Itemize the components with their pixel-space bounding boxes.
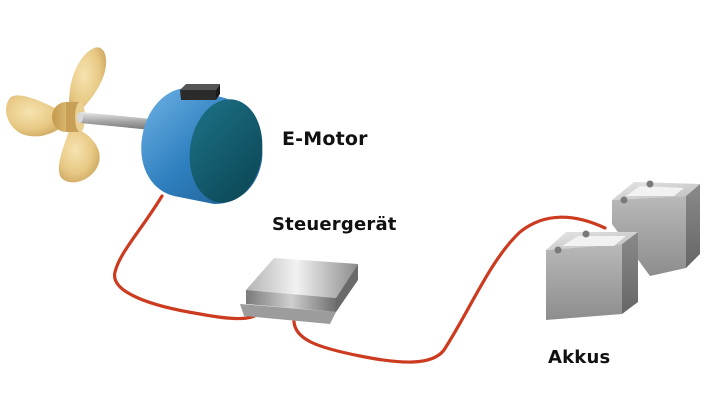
motor-terminal-box bbox=[180, 90, 216, 100]
propeller bbox=[6, 47, 107, 183]
cable-motor-to-controller bbox=[113, 194, 264, 321]
battery-back-terminal-left bbox=[620, 196, 628, 204]
propeller-blade-bottom bbox=[58, 128, 100, 183]
controller-top bbox=[246, 258, 358, 298]
propeller-blade-top bbox=[69, 47, 107, 116]
controller-front bbox=[246, 290, 336, 312]
battery-back bbox=[612, 180, 700, 276]
cable-controller-to-battery bbox=[292, 215, 607, 364]
battery-front-terminal-left bbox=[554, 246, 562, 254]
battery-back-side bbox=[686, 184, 700, 268]
motor-label: E-Motor bbox=[282, 128, 368, 150]
controller-base-plate bbox=[240, 304, 336, 324]
battery-back-front bbox=[612, 196, 686, 276]
battery-front-top-inset bbox=[562, 236, 626, 246]
controller-side bbox=[336, 264, 358, 312]
motor-terminal-box-top bbox=[180, 84, 220, 90]
battery-back-terminal-right bbox=[646, 180, 654, 188]
batteries-label: Akkus bbox=[548, 347, 611, 368]
battery-front bbox=[546, 230, 638, 320]
cables bbox=[113, 194, 607, 364]
drive-shaft bbox=[77, 112, 162, 131]
propeller-blade-left bbox=[6, 95, 66, 137]
shaft-body bbox=[80, 112, 162, 131]
motor-end-face bbox=[189, 99, 263, 203]
battery-front-front bbox=[546, 244, 622, 320]
shaft-end bbox=[77, 112, 83, 123]
controller bbox=[240, 258, 358, 324]
battery-front-terminal-right bbox=[582, 230, 590, 238]
battery-front-side bbox=[622, 232, 638, 314]
controller-label: Steuergerät bbox=[272, 214, 397, 235]
motor-terminal-box-side bbox=[216, 84, 220, 100]
battery-back-top-inset bbox=[626, 186, 684, 196]
electric-motor bbox=[141, 84, 263, 204]
